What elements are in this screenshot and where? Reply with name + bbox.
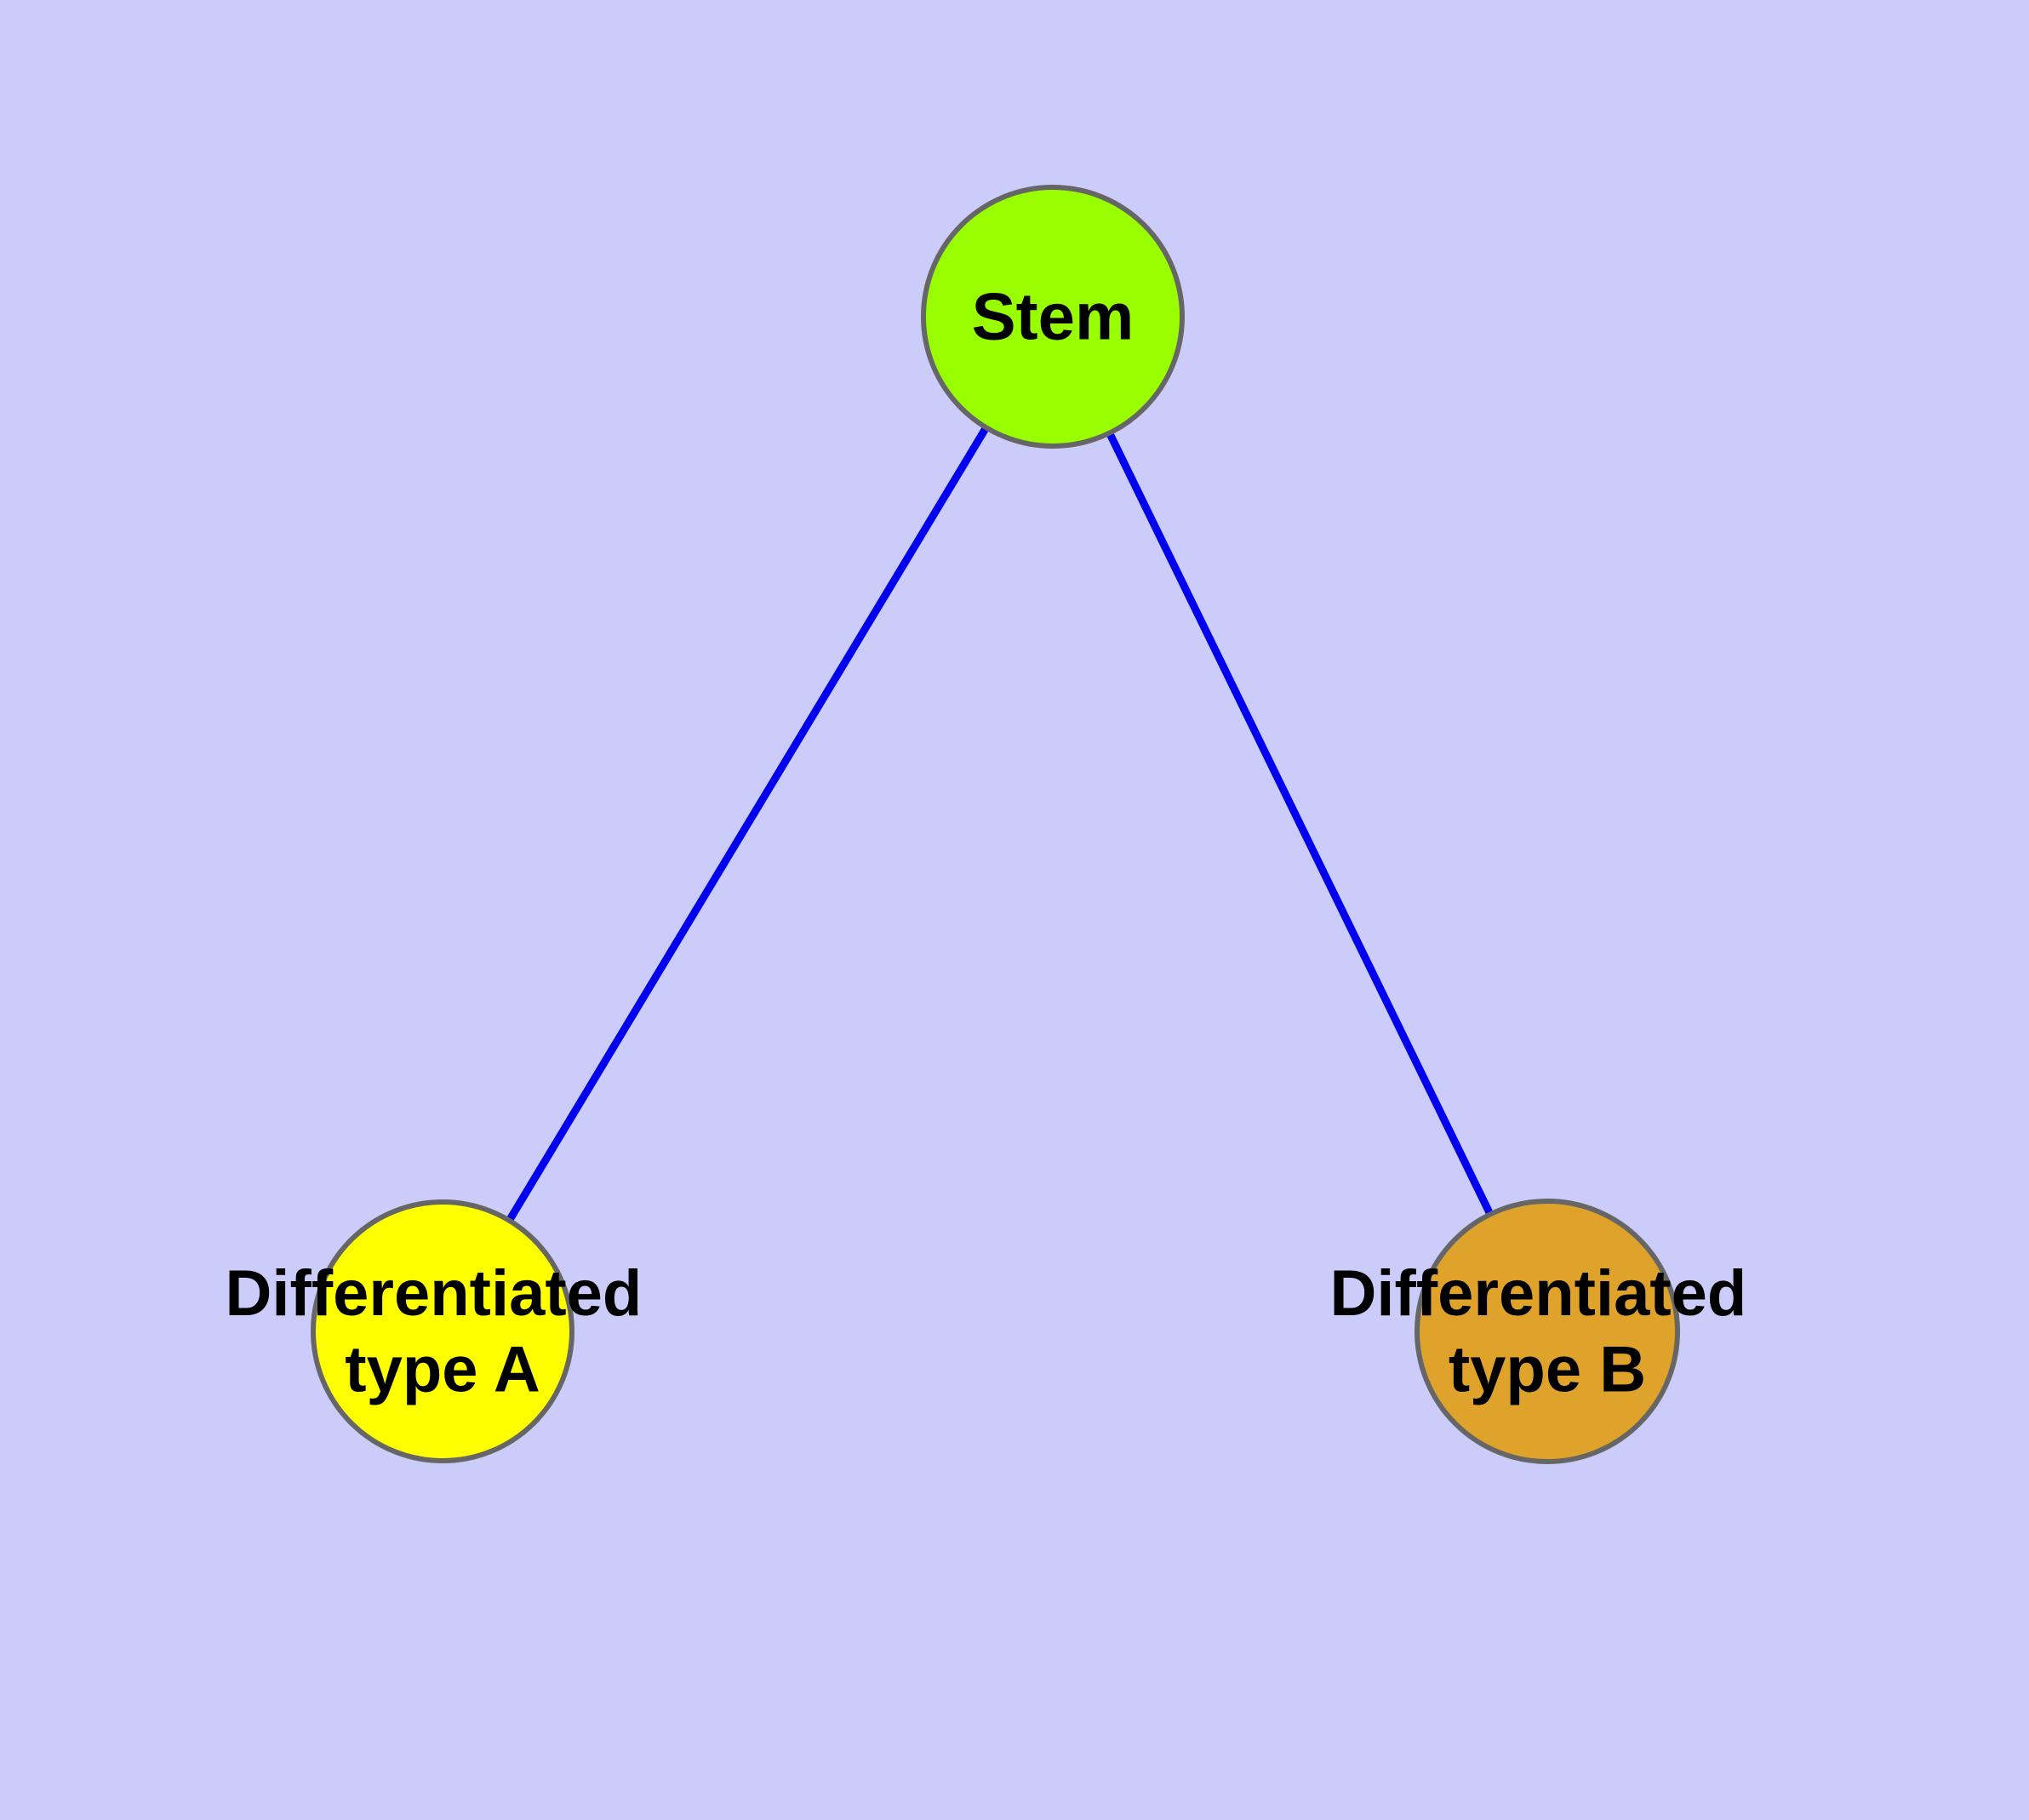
node-label-differentiated-type-b-line-1: Differentiated xyxy=(1330,1257,1747,1330)
node-label-differentiated-type-a-line-1: Differentiated xyxy=(226,1257,643,1330)
node-label-differentiated-type-a: Differentiated type A xyxy=(226,1257,660,1406)
edge-stem-to-diff-a[interactable] xyxy=(439,314,1056,1334)
node-label-differentiated-type-b-line-2: type B xyxy=(1449,1334,1646,1406)
node-label-differentiated-type-b: Differentiated type B xyxy=(1330,1257,1765,1406)
labels-group: Stem Differentiated type A Differentiate… xyxy=(226,279,1765,1406)
node-stem[interactable] xyxy=(921,185,1185,449)
node-differentiated-type-b[interactable] xyxy=(1415,1199,1680,1464)
node-differentiated-type-a[interactable] xyxy=(311,1199,574,1463)
edges-group xyxy=(439,314,1552,1334)
edge-stem-to-diff-b[interactable] xyxy=(1049,315,1552,1333)
node-label-differentiated-type-a-line-2: type A xyxy=(345,1334,540,1406)
node-label-stem-line-1: Stem xyxy=(972,279,1135,354)
nodes-group xyxy=(311,185,1680,1464)
node-label-stem: Stem xyxy=(972,279,1135,354)
